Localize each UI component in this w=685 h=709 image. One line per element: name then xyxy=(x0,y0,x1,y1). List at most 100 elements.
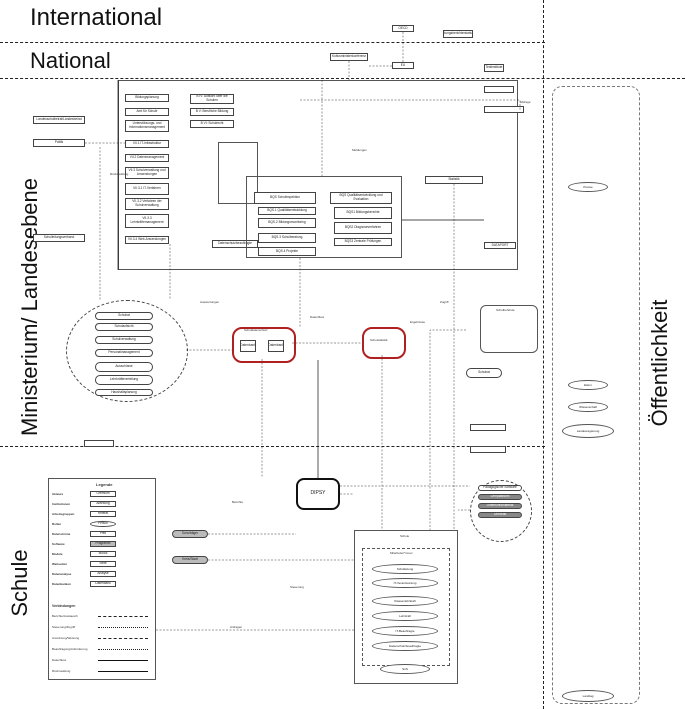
bqs-b2-box: BQS2 Diagnoseverfahren xyxy=(334,222,392,234)
vii32-box: VII.3.2 Verfahren der Schulverwaltung xyxy=(125,198,169,210)
legend-row-sample: Datenbank xyxy=(90,581,116,587)
public-item-3: Landesregierung xyxy=(562,424,614,438)
amt-schule-box: Amt für Schule xyxy=(125,108,169,116)
school-item-5: Datenschutzbeauftragte xyxy=(372,641,438,651)
bqs1-box: BQS.1 Qualitätsentwicklung xyxy=(258,207,316,215)
legend-row-key: Arbeitsgruppen xyxy=(52,512,75,516)
legend-row-key: Datenbanken xyxy=(52,582,71,586)
tiny-label-8: Abfrage xyxy=(520,100,531,104)
public-item-2: Wissenschaft xyxy=(568,402,608,412)
bqs-frame xyxy=(246,176,402,258)
legend-connection-label: Beauftragung/Anforderung xyxy=(52,647,88,651)
oecd-box: OECD xyxy=(392,25,414,32)
dipsy-box: DIPSY xyxy=(296,478,340,510)
school-item-2: Klassenlehrkraft xyxy=(372,596,438,606)
level-label-international: International xyxy=(30,4,163,31)
unterstuetzung-box: Unterstützungs- und Informationsmanageme… xyxy=(125,120,169,132)
legend-row-sample: Analyse xyxy=(90,571,116,577)
legend-row-sample: Modul xyxy=(90,551,116,557)
boundary-box-right xyxy=(470,424,506,431)
legend-row-key: Webseiten xyxy=(52,562,67,566)
separator-public xyxy=(543,0,544,709)
legend-frame xyxy=(48,478,156,680)
legend-row-key: Datenanalyse xyxy=(52,572,72,576)
software-item-1: Lernplattform xyxy=(478,494,522,500)
legend-connection-label: Steuerung/Zugriff xyxy=(52,625,76,629)
legend-title: Legende xyxy=(96,482,113,487)
legend-connection-line xyxy=(98,649,148,650)
internal-item-2: Schulverwaltung xyxy=(95,336,153,344)
documents-box xyxy=(218,142,258,204)
internal-item-6: Haushaltsplanung xyxy=(95,389,153,396)
internal-circle xyxy=(66,300,188,402)
separator-national-land xyxy=(0,78,685,79)
vii3-box: VII.3 Schulverwaltung und Anwendungen xyxy=(125,167,169,179)
bildungsbericht-box: Bildungsberichterstattung xyxy=(443,30,473,38)
schultraeger-box: Schulträger xyxy=(172,530,208,538)
vii1-box: VII.1 IT-Infrastruktur xyxy=(125,140,169,148)
tiny-label-2: Datenfluss xyxy=(310,315,325,319)
tiny-label-0: Rückmeldung xyxy=(110,172,129,176)
line-min-top xyxy=(300,99,521,110)
tiny-label-9: Meldungen xyxy=(352,148,367,152)
legend-row-sample: Seite xyxy=(90,561,116,567)
level-label-national: National xyxy=(30,48,111,73)
legend-row-sample: Gremium xyxy=(90,491,116,497)
school-item-4: IT-Beauftragte xyxy=(372,626,438,636)
bqs-b1-box: BQS1 Bildungsberichte xyxy=(334,207,392,219)
internal-item-0: Schulrat xyxy=(95,312,153,320)
statistik-box: Statistik xyxy=(425,176,483,184)
kmk2-box xyxy=(484,106,524,113)
boundary-box-right2 xyxy=(470,446,506,453)
legend-connection-label: Anordnung/Weisung xyxy=(52,636,80,640)
b5-box: B V: Berufliche Bildung xyxy=(190,108,234,116)
legend-connection-label: Rückmeldung xyxy=(52,669,71,673)
legend-row-key: Module xyxy=(52,552,63,556)
separator-international-national xyxy=(0,42,545,43)
bqs3-box: BQS.3 Schulberatung xyxy=(258,233,316,243)
legend-connection-line xyxy=(98,671,148,672)
ministerium-frame xyxy=(118,80,518,270)
eu-box: EU xyxy=(392,62,414,69)
testinstitute2-box xyxy=(484,86,514,93)
software-item-2: Unterrichtsmaterial xyxy=(478,503,522,509)
internal-item-5: Lehrkräfteverteilung xyxy=(95,375,153,385)
red-box-left-label: Schuldatenschutz xyxy=(244,328,268,332)
red-box-right xyxy=(362,327,406,359)
tiny-label-6: Anfragen xyxy=(230,625,243,629)
legend-row-sample: Person xyxy=(90,521,116,527)
schulbehoerde-frame xyxy=(480,305,538,353)
legend-row-sample: Pfeil xyxy=(90,531,116,537)
landesbeirat-box: Landesschulbeirat/Landesbeirat xyxy=(33,116,85,124)
tiny-label-1: Auswertungen xyxy=(200,300,220,304)
tiny-label-7: Zugriff xyxy=(440,300,449,304)
schulbehoerde-label: Schulbehörde xyxy=(496,308,515,312)
legend-row-sample: Abteilung xyxy=(90,501,116,507)
bqs-qe-box: BQS Qualitätsentwicklung und Evaluation xyxy=(330,192,392,204)
school-item-1: IT-Verantwortung xyxy=(372,578,438,588)
legend-row-key: Rollen xyxy=(52,522,62,526)
red-box-left xyxy=(232,327,296,363)
separator-land-schule xyxy=(0,446,545,447)
school-frame xyxy=(354,530,458,684)
bqs-box: BQS Schulinspektion xyxy=(254,192,316,204)
line-schulbehoerde xyxy=(429,329,466,530)
public-item-0: Presse xyxy=(568,182,608,192)
legend-connection-line xyxy=(98,627,148,628)
legend-connection-label: Berichte/Austausch xyxy=(52,614,78,618)
legend-row-key: Software xyxy=(52,542,65,546)
bqs-b3-box: BQS3 Zentrale Prüfungen xyxy=(334,238,392,246)
politik-box: Politik xyxy=(33,139,85,147)
vii31-box: VII.3.1 IT-Verfahren xyxy=(125,183,169,195)
legend-row-key: Datenströme xyxy=(52,532,71,536)
tiny-label-5: Steuerung xyxy=(290,585,304,589)
vii33-box: VII.3.3 Lehrkräftemanagement xyxy=(125,214,169,228)
legend-connection-line xyxy=(98,638,148,639)
software-circle xyxy=(470,480,532,542)
school-item-3: Lehrkraft xyxy=(372,611,438,621)
legend-connection-line xyxy=(98,660,148,661)
b6-box: B VI: Schulrecht xyxy=(190,120,234,128)
software-item-3: Lehrkraft xyxy=(478,512,522,518)
legend-connection-line xyxy=(98,616,148,617)
